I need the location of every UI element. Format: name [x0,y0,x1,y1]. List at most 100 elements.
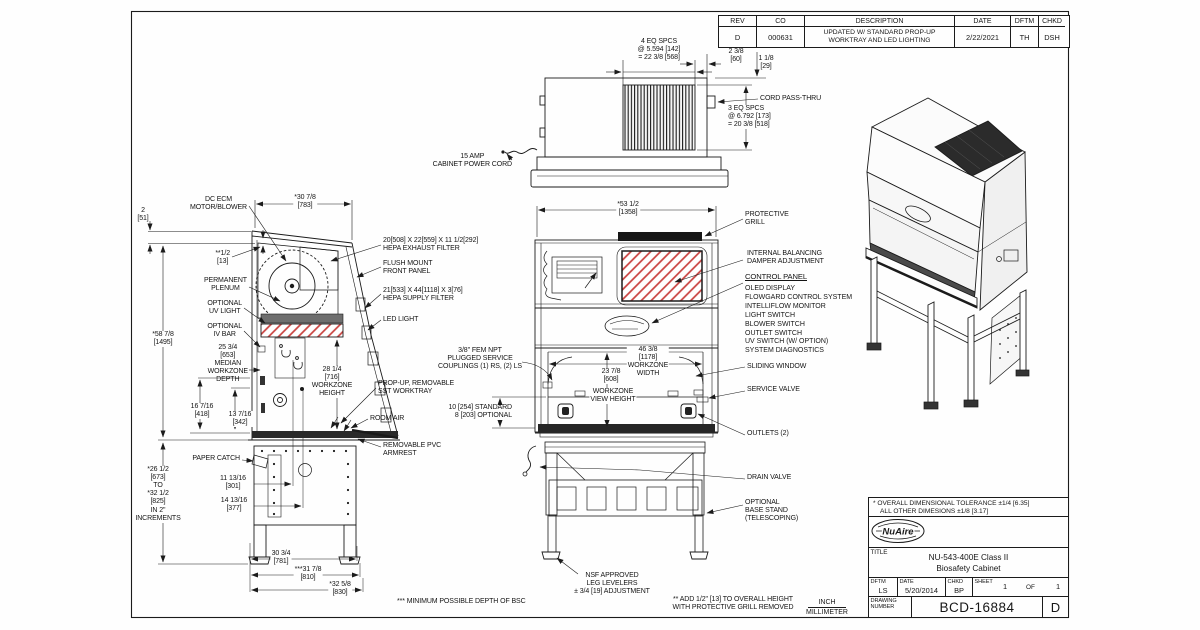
power-cord [504,148,538,154]
dim-median-workzone-depth: 25 3/4 [653] MEDIAN WORKZONE DEPTH [207,344,249,384]
label-led-light: LED LIGHT [383,316,419,323]
drawing-number-label: DRAWING NUMBER [870,598,897,611]
description-header: DESCRIPTION [805,16,955,27]
date-cell: DATE 5/20/2014 [898,578,946,596]
label-sliding-window: SLIDING WINDOW [747,363,807,370]
dim-16-7-16: 16 7/16 [418] [189,403,215,420]
date-value: 5/20/2014 [905,585,938,595]
dim-30-3-4: 30 3/4 [781] [270,550,292,567]
label-hepa-supply-filter: 21[533] X 44[1118] X 3[76] HEPA SUPPLY F… [383,287,463,303]
dftm-value: LS [878,585,888,595]
plenum-outline [543,250,562,301]
sheet-label: SHEET [974,579,993,585]
service-coupling-detail [542,381,553,389]
label-optional-iv-bar: OPTIONAL IV BAR [207,323,242,339]
rev-header: REV [719,16,757,27]
units-inch: INCH [808,599,846,608]
dim-11-13-16: 11 13/16 [301] [219,475,247,492]
nuaire-oval-front [604,315,650,337]
chkd-label: CHKD [947,579,964,585]
dim-31-7-8: ***31 7/8 [810] [293,566,323,583]
date-label: DATE [899,579,914,585]
dim-standard-optional: 10 [254] STANDARD 8 [203] OPTIONAL [448,404,512,420]
tolerance-line-1: * OVERALL DIMENSIONAL TOLERANCE ±1/4 [6.… [873,500,1030,507]
units-legend: INCH MILLIMETER [799,591,855,616]
chkd-cell: CHKD BP [946,578,973,596]
dim-3-eq-spcs: 3 EQ SPCS @ 6.792 [173] = 20 3/8 [518] [727,105,772,130]
feature-blower-switch: BLOWER SWITCH [745,320,805,328]
feature-intelliflow: INTELLIFLOW MONITOR [745,302,826,310]
dim-workzone-height: 28 1/4 [716] WORKZONE HEIGHT [310,366,354,399]
label-outlets: OUTLETS (2) [747,430,789,437]
title-label: TITLE [870,549,888,556]
dim-width-overall: *53 1/2 [1358] [616,201,640,218]
label-leg-levelers: NSF APPROVED LEG LEVELERS ± 3/4 [19] ADJ… [574,572,650,596]
dftm-header: DFTM [1011,16,1039,27]
tolerance-note: * OVERALL DIMENSIONAL TOLERANCE ±1/4 [6.… [869,498,1068,517]
nuaire-logo-text: NuAire [882,527,914,538]
stand-side [253,445,357,526]
control-panel-feature-list: OLED DISPLAY FLOWGARD CONTROL SYSTEM INT… [745,285,852,356]
description-value: UPDATED W/ STANDARD PROP-UP WORKTRAY AND… [805,27,955,47]
label-flush-mount-panel: FLUSH MOUNT FRONT PANEL [383,260,433,276]
dim-4-eq-spcs: 4 EQ SPCS @ 5.594 [142] = 22 3/8 [568] [637,38,681,62]
rev-value: D [719,27,757,47]
blower-box [551,256,603,294]
sheet-of: OF [1026,584,1035,591]
co-header: CO [757,16,805,27]
sheet-total: 1 [1056,582,1061,591]
label-service-valve: SERVICE VALVE [747,386,800,393]
dftm-value: TH [1011,27,1039,47]
top-view-dimensions [506,52,766,161]
label-drain-valve: DRAIN VALVE [747,474,792,481]
feature-outlet-switch: OUTLET SWITCH [745,329,803,337]
label-sst-worktray: PROP-UP, REMOVABLE SST WORKTRAY [378,380,455,396]
label-workzone-view-height: WORKZONE VIEW HEIGHT [589,388,637,405]
label-permanent-plenum: PERMANENT PLENUM [203,277,247,293]
dim-stand-height-range: *26 1/2 [673] TO *32 1/2 [825] IN 2" INC… [134,466,182,523]
label-optional-uv-light: OPTIONAL UV LIGHT [207,300,242,316]
label-cabinet-power-cord: 15 AMP CABINET POWER CORD [432,153,512,169]
label-paper-catch: PAPER CATCH [192,455,240,462]
base-stand-panel [548,479,703,517]
nuaire-oval-iso [905,205,931,223]
label-room-air: ROOM AIR [370,415,405,422]
dim-13-7-16: 13 7/16 [342] [227,411,253,428]
outlet-right [680,403,697,419]
title-row: TITLE NU-543-400E Class II Biosafety Cab… [869,548,1068,578]
tolerance-line-2: ALL OTHER DIMESIONS ±1/8 [3.17] [880,507,989,515]
outlet-left [557,403,574,419]
dftm-cell: DFTM LS [869,578,898,596]
feature-flowgard: FLOWGARD CONTROL SYSTEM [745,293,853,301]
drawing-number-row: DRAWING NUMBER BCD-16884 D [869,597,1068,617]
top-view-drawing [501,77,729,188]
nuaire-logo: NuAire [871,519,925,543]
cord-pass-thru-detail [706,95,716,109]
service-valve-detail [693,389,704,396]
label-service-couplings: 3/8" FEM NPT PLUGGED SERVICE COUPLINGS (… [438,347,522,371]
drawing-title: NU-543-400E Class II Biosafety Cabinet [928,553,1009,573]
feature-uv-switch: UV SWITCH (W/ OPTION) [745,338,829,346]
info-row: DFTM LS DATE 5/20/2014 CHKD BP SHEET 1 O… [869,578,1068,597]
iso-top-grill [934,120,1023,177]
label-protective-grill: PROTECTIVE GRILL [745,211,789,227]
dim-14-13-16: 14 13/16 [377] [219,497,249,514]
dim-workzone-width: 46 3/8 [1178] WORKZONE WIDTH [626,346,670,379]
feature-light-switch: LIGHT SWITCH [745,311,796,319]
front-view-drawing [522,232,719,560]
dim-1-1-8: 1 1/8 [29] [758,55,774,71]
sheet-cell: SHEET 1 OF 1 [973,578,1068,596]
date-header: DATE [955,16,1011,27]
drawing-number-label-cell: DRAWING NUMBER [869,597,912,617]
work-surface-front [538,424,715,432]
dim-height-overall: *58 7/8 [1495] [151,331,175,348]
dim-2-3-8: 2 3/8 [60] [728,48,744,64]
label-control-panel: CONTROL PANEL [745,272,807,281]
chkd-header: CHKD [1039,16,1065,27]
chkd-value: DSH [1044,32,1060,42]
sheet-border [130,10,1070,619]
drawing-number-value: BCD-16884 [912,597,1043,617]
sheet-number: 1 [1003,582,1008,591]
isometric-view-drawing [865,97,1030,410]
